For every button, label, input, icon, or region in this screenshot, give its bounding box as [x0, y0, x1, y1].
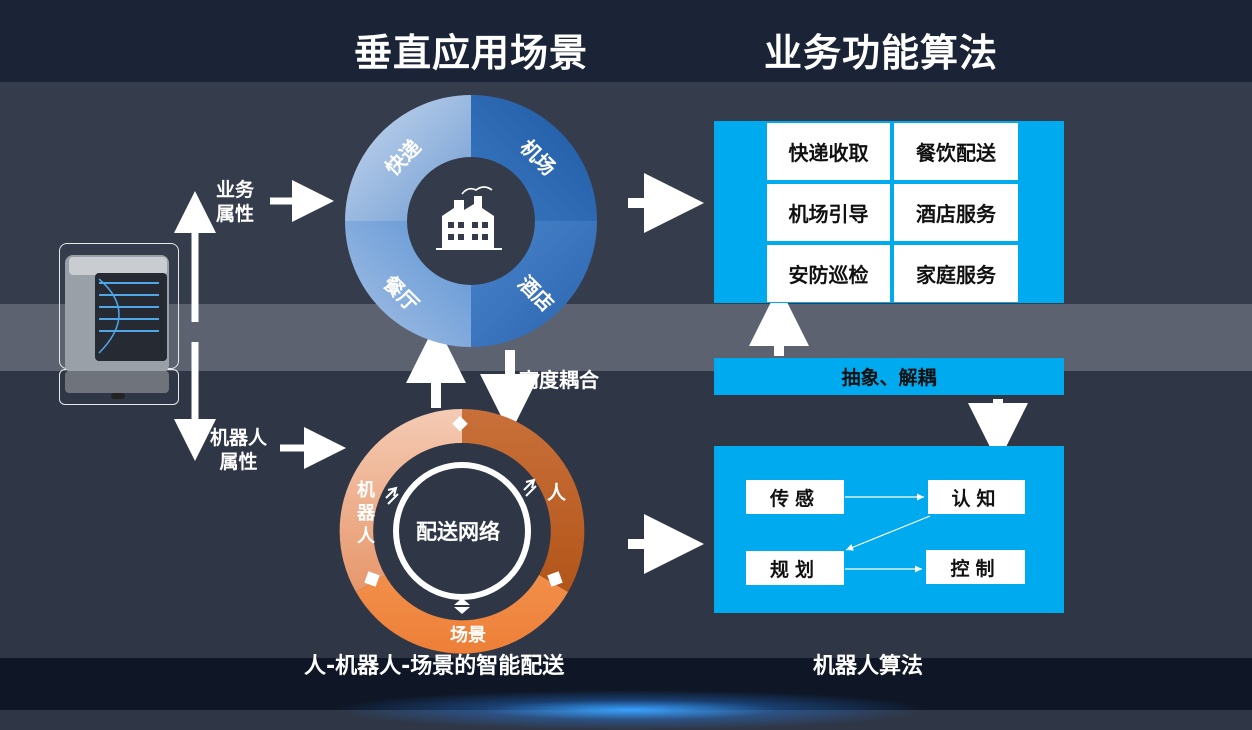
- abstract-decouple-bar: 抽象、解耦: [714, 358, 1064, 395]
- robot-attr-label: 机器人 属性: [210, 427, 268, 473]
- algorithm-panel: [714, 446, 1064, 613]
- algorithm-flow-arrows: [845, 493, 931, 573]
- delivery-network-label: 配送网络: [416, 520, 500, 544]
- quadrant-express: [345, 95, 471, 221]
- exchange-icon-right: [523, 478, 537, 497]
- coupling-label: 高度耦合: [519, 368, 599, 392]
- segment-scene: [356, 575, 568, 654]
- node-marker-right: [547, 571, 563, 587]
- function-home-service: 家庭服务: [894, 245, 1018, 302]
- exchange-icon-left: [385, 486, 399, 505]
- node-marker-top: [452, 415, 468, 432]
- function-express-pickup: 快递收取: [767, 123, 890, 180]
- algo-plan: 规划: [746, 551, 844, 585]
- algo-sense: 传感: [746, 480, 844, 514]
- robot-image: [59, 243, 179, 405]
- exchange-icon-bottom: [454, 598, 470, 614]
- caption-robot-algorithm: 机器人算法: [813, 654, 924, 679]
- scene-ring: [345, 95, 597, 347]
- delivery-ring: [339, 408, 585, 654]
- function-hotel-service: 酒店服务: [894, 184, 1018, 241]
- function-airport-guide: 机场引导: [767, 184, 890, 241]
- quadrant-restaurant: [345, 221, 471, 347]
- segment-robot: [339, 408, 462, 592]
- business-attr-label: 业务 属性: [216, 179, 255, 225]
- segment-person: [462, 408, 585, 592]
- node-marker-left: [364, 571, 380, 587]
- segment-label-robot: 机 器 人: [357, 480, 375, 547]
- algo-control: 控制: [926, 550, 1025, 584]
- quadrant-hotel: [471, 221, 597, 347]
- cognize-to-plan-arrow: [845, 515, 931, 551]
- header-band: [0, 0, 1252, 82]
- title-business-algorithms: 业务功能算法: [764, 31, 999, 75]
- factory-icon: [436, 186, 502, 250]
- quadrant-airport: [471, 95, 597, 221]
- function-food-delivery: 餐饮配送: [894, 123, 1018, 180]
- robot-body-icon: [65, 255, 169, 399]
- algo-cognize: 认知: [928, 480, 1025, 514]
- abstract-decouple-label: 抽象、解耦: [841, 367, 937, 389]
- segment-label-person: 人: [547, 482, 567, 504]
- caption-intelligent-delivery: 人-机器人-场景的智能配送: [304, 654, 565, 679]
- title-vertical-scenes: 垂直应用场景: [354, 31, 589, 75]
- segment-label-scene: 场景: [450, 625, 486, 646]
- arrow-layer: [174, 173, 1028, 574]
- function-security-patrol: 安防巡检: [767, 245, 890, 302]
